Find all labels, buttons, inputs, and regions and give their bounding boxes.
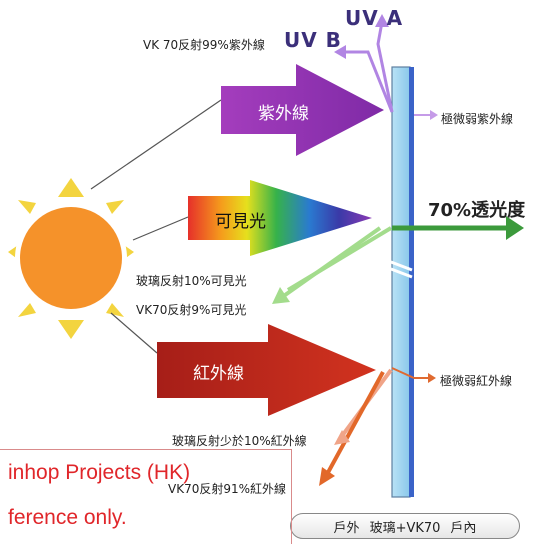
vk70-reflect-visible-label: VK70反射9%可見光: [136, 303, 247, 317]
uv-arrow-label: 紫外線: [258, 104, 309, 124]
vk70-reflect-ir-label: VK70反射91%紅外線: [168, 482, 287, 496]
inside-label: 戶內: [450, 520, 477, 536]
faint-uv-label: 極微弱紫外線: [441, 112, 514, 126]
sun-connector-lines: [90, 99, 222, 354]
glass-reflect-visible-label: 玻璃反射10%可見光: [136, 274, 247, 288]
ir-reflection-arrows: [323, 368, 393, 479]
glass-pane: [391, 66, 411, 498]
watermark-line-1: inhop Projects (HK): [8, 461, 191, 484]
transmission-value: 70%: [428, 200, 472, 221]
uva-label: UV A: [345, 6, 404, 30]
visible-light-arrow: [188, 180, 372, 256]
uv-arrow: [221, 64, 384, 156]
faint-ir-label: 極微弱紅外線: [440, 374, 513, 388]
glass-reflect-ir-label: 玻璃反射少於10%紅外線: [172, 434, 307, 448]
transmission-text: 透光度: [471, 200, 526, 221]
visible-arrow-label: 可見光: [215, 212, 266, 232]
vk70-film: [409, 67, 414, 497]
uv-reflection-arrows: [342, 21, 394, 113]
vk70-reflect-uv-label: VK 70反射99%紫外線: [143, 38, 265, 52]
outside-inside-caption: 戶外 玻璃+VK70 戶內: [290, 513, 520, 539]
sun: [8, 178, 134, 339]
transmission-label: 70%透光度: [428, 196, 525, 222]
sun-core: [20, 207, 122, 309]
ir-arrow: [157, 324, 376, 416]
ir-arrow-label: 紅外線: [193, 364, 244, 384]
visible-reflection-arrows: [276, 226, 393, 302]
uvb-label: UV B: [284, 28, 342, 52]
outside-label: 戶外: [333, 520, 360, 536]
glass-film-label: 玻璃+VK70: [369, 520, 441, 536]
watermark-line-2: ference only.: [8, 506, 127, 529]
